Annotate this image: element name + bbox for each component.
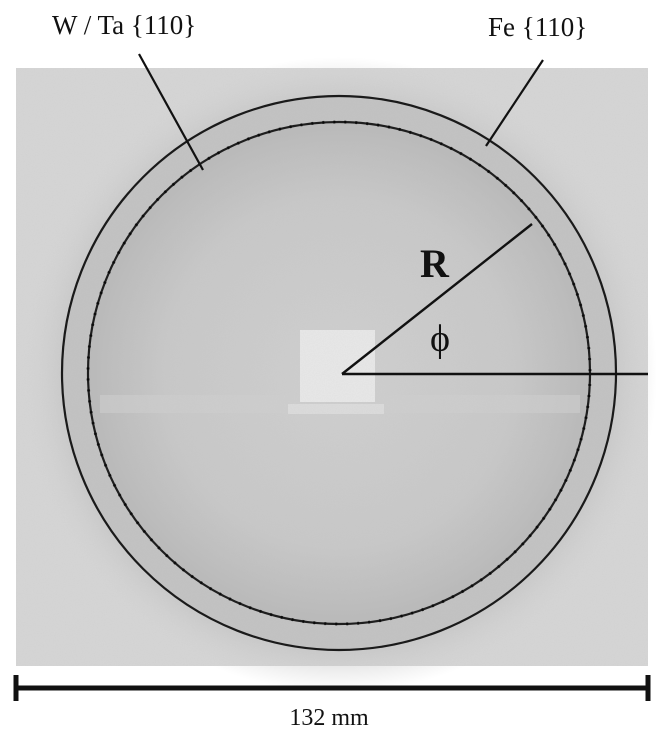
fe-leader-line (485, 59, 544, 147)
angle-phi-label: ϕ (430, 318, 451, 360)
film-grain (16, 68, 648, 666)
wta-110-label: W / Ta {110} (52, 10, 197, 40)
wta-leader-line (138, 53, 204, 171)
radius-line (341, 223, 533, 375)
fe-110-label: Fe {110} (488, 12, 588, 42)
radius-label: R (420, 241, 449, 286)
scale-bar-label: 132 mm (289, 705, 369, 731)
